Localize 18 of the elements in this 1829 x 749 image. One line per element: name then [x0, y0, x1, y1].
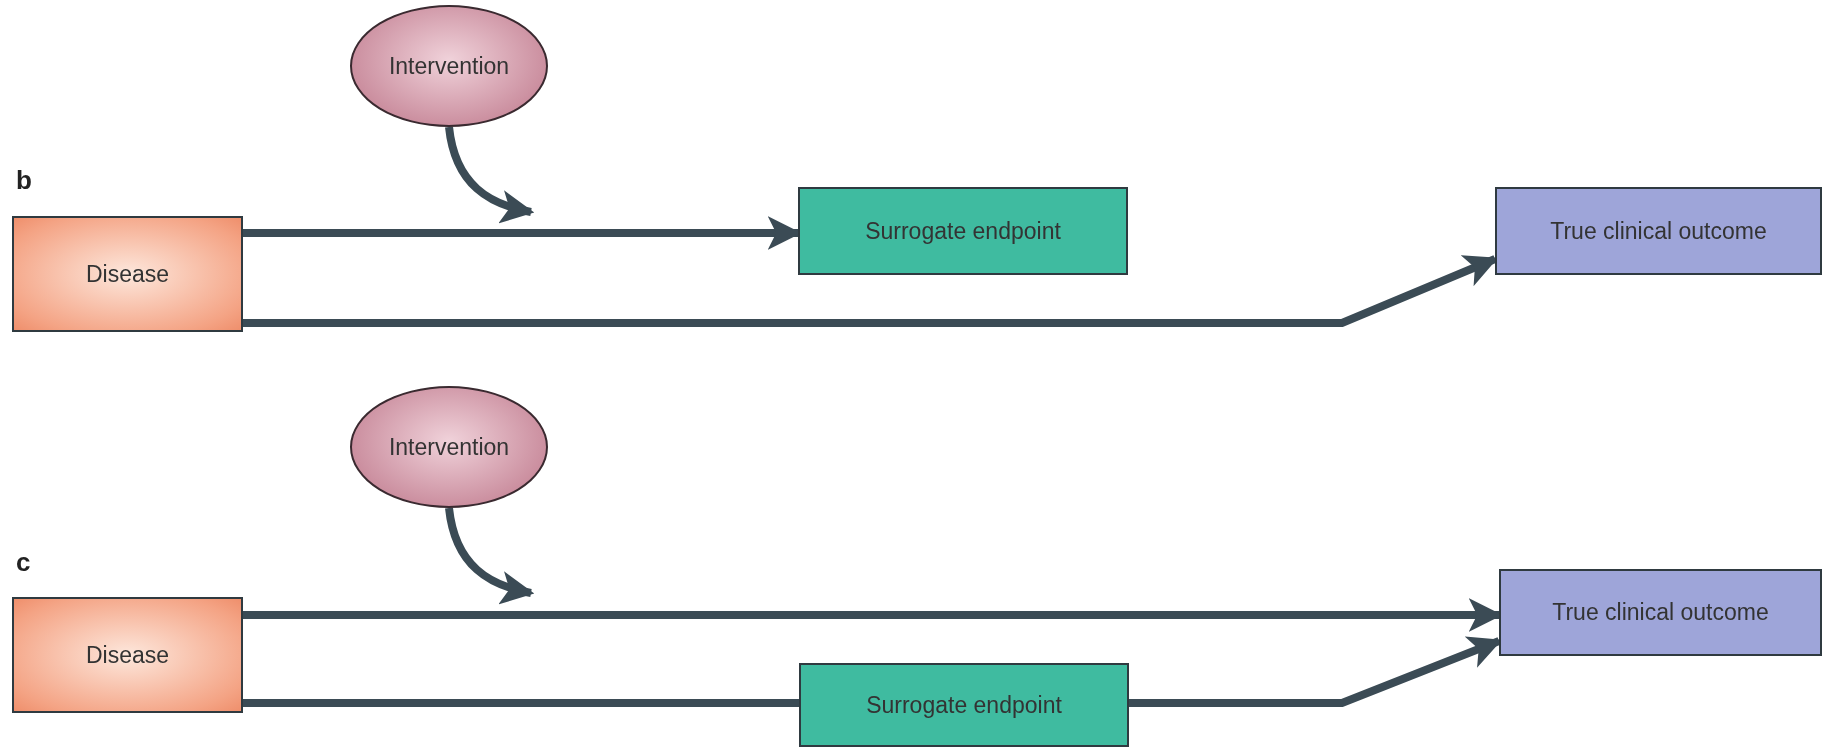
arrow	[445, 126, 535, 223]
node-label: Surrogate endpoint	[865, 217, 1061, 245]
outcome-box	[1499, 569, 1822, 656]
disease-box	[12, 597, 243, 713]
node-label: Disease	[85, 260, 170, 288]
outcome-box	[1495, 187, 1822, 275]
arrow	[445, 507, 535, 604]
node-label: True clinical outcome	[1552, 599, 1769, 626]
disease-box	[12, 216, 243, 332]
panel-letter: b	[16, 165, 32, 196]
surrogate-endpoint-box	[798, 187, 1128, 275]
surrogate-endpoint-box	[799, 663, 1129, 747]
panel-letter: c	[16, 547, 31, 578]
node-label: Surrogate endpoint	[866, 691, 1062, 719]
node-label: True clinical outcome	[1550, 217, 1767, 245]
node-label: Intervention	[388, 52, 510, 80]
node-label: Disease	[85, 641, 170, 669]
node-label: Intervention	[388, 433, 510, 461]
